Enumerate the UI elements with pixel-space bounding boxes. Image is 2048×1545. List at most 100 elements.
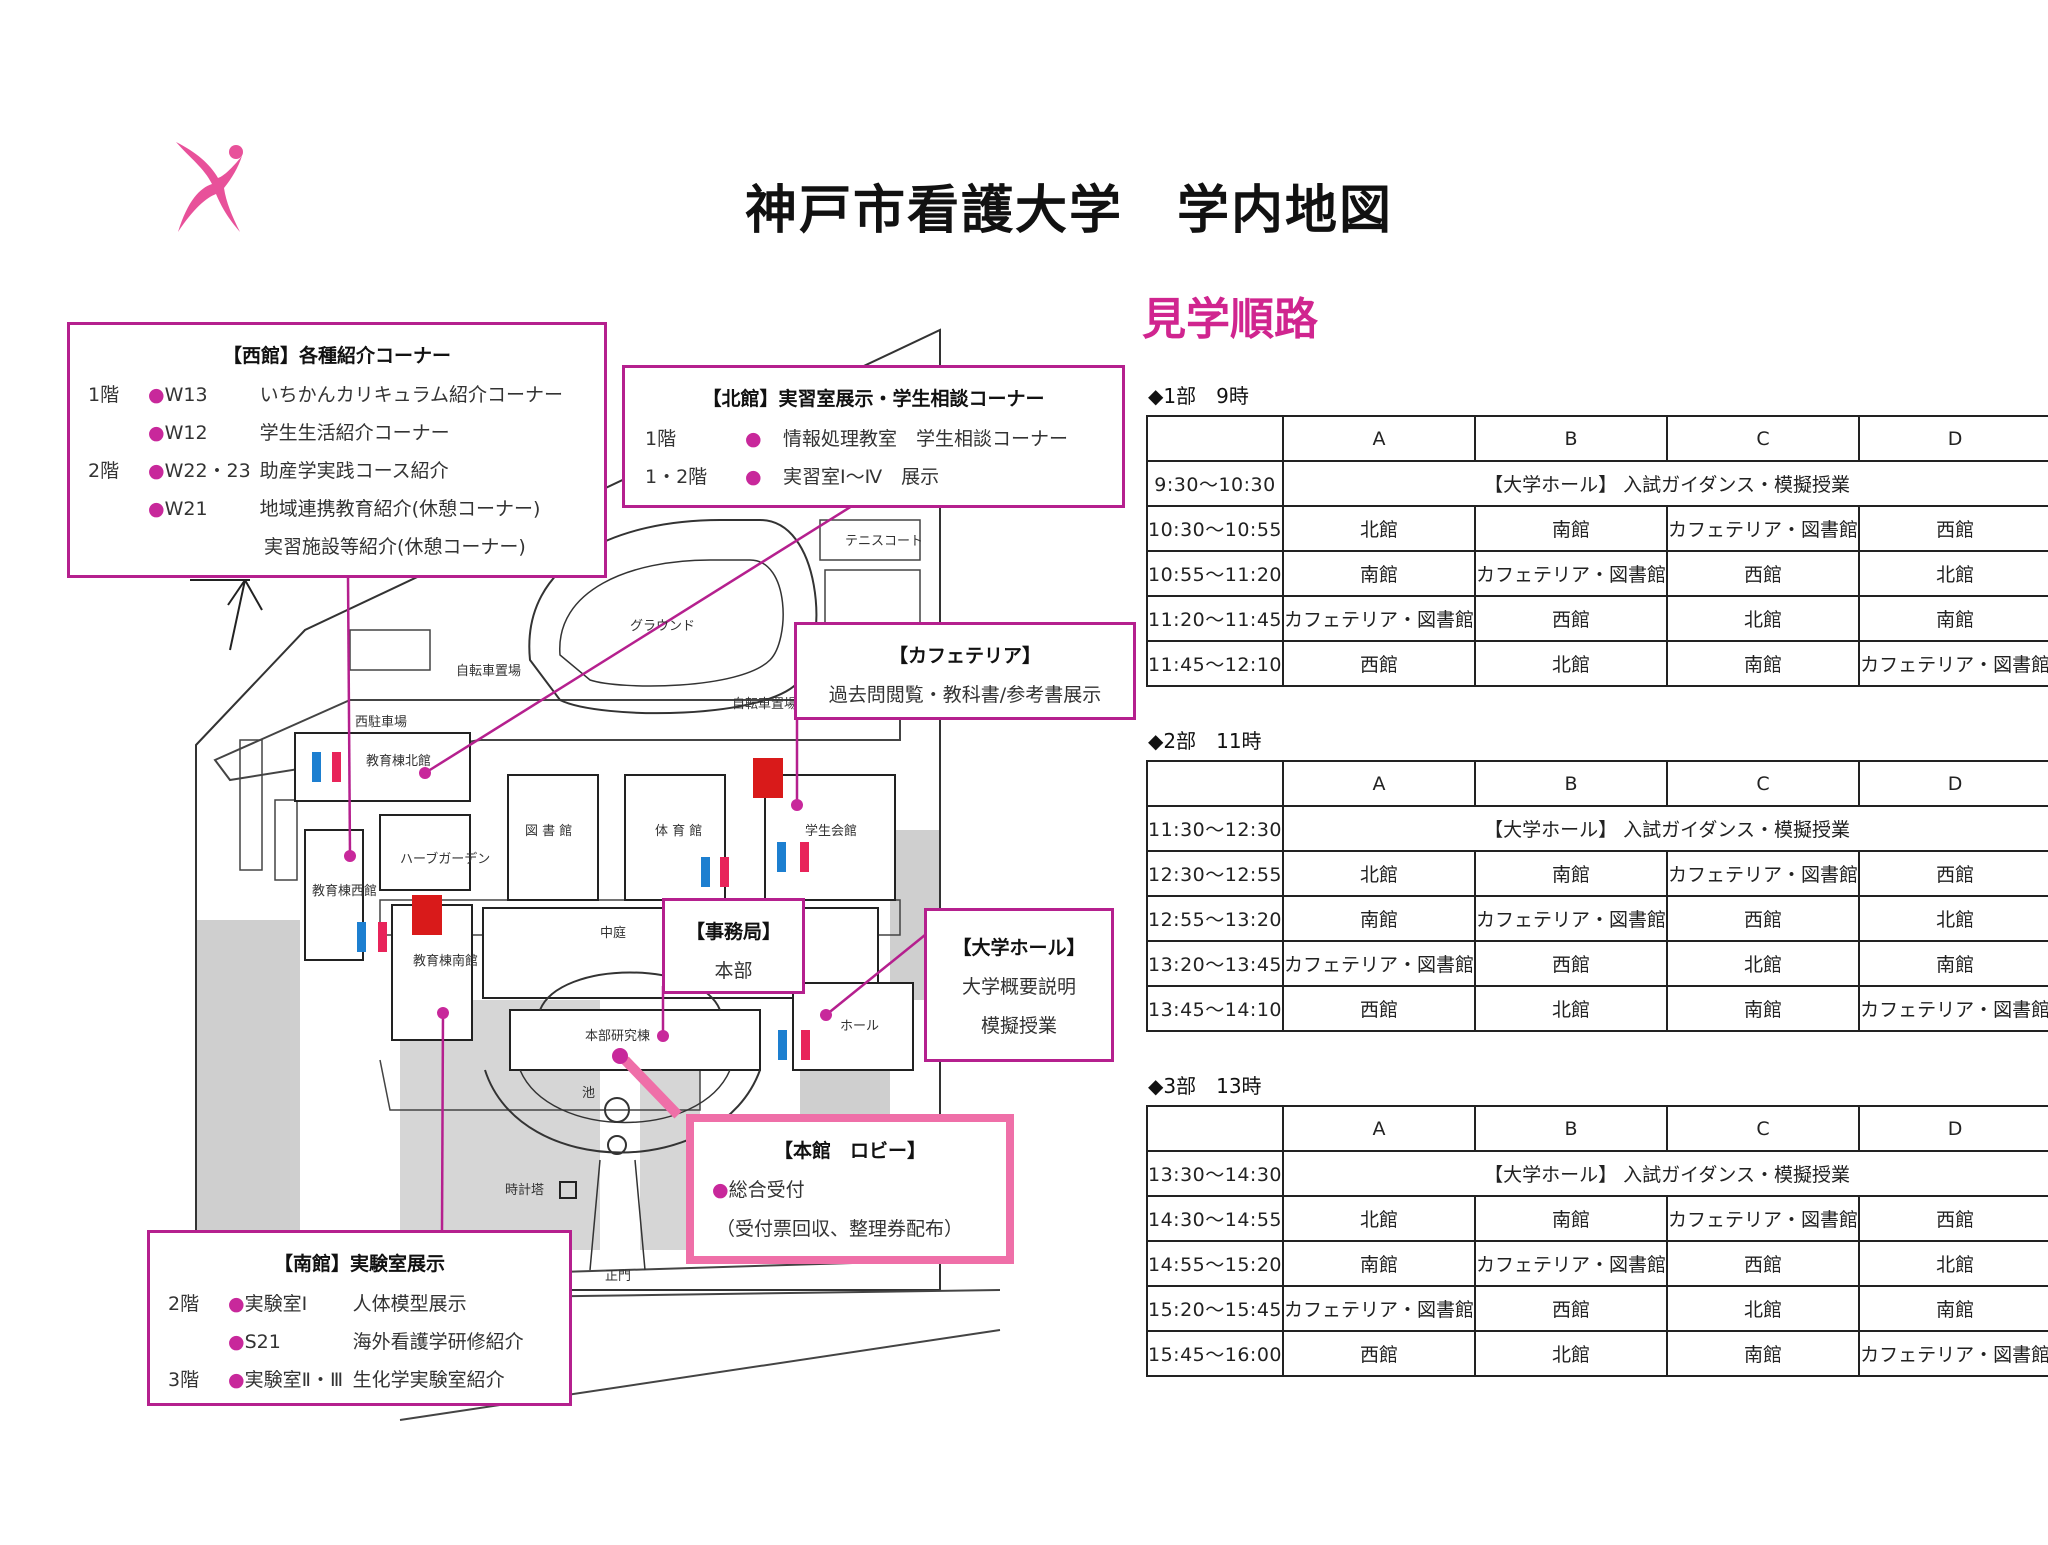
location-cell: 北館: [1474, 985, 1669, 1032]
edu-south-label: 教育棟南館: [413, 953, 478, 969]
guidance-cell: 【大学ホール】 入試ガイダンス・模擬授業: [1282, 805, 2048, 852]
location-cell: 南館: [1474, 1195, 1669, 1242]
west-parking-label: 西駐車場: [355, 715, 407, 730]
location-cell: 西館: [1858, 1195, 2048, 1242]
main-research-label: 本部研究棟: [585, 1029, 650, 1044]
time-cell: 11:20～11:45: [1145, 595, 1285, 642]
time-cell: 10:55～11:20: [1145, 550, 1285, 597]
hall-callout-title: 【大学ホール】: [952, 937, 1086, 959]
group-header-cell: A: [1282, 415, 1477, 462]
west-row-5: 実習施設等紹介(休憩コーナー): [264, 536, 526, 558]
location-cell: 西館: [1666, 895, 1861, 942]
location-cell: カフェテリア・図書館: [1858, 985, 2048, 1032]
group-header-cell: D: [1858, 760, 2048, 807]
group-header-cell: B: [1474, 415, 1669, 462]
group-header-cell: C: [1666, 760, 1861, 807]
location-cell: 北館: [1858, 895, 2048, 942]
time-cell: 14:55～15:20: [1145, 1240, 1285, 1287]
location-cell: カフェテリア・図書館: [1474, 550, 1669, 597]
ground-label: グラウンド: [630, 619, 695, 634]
location-cell: 南館: [1474, 505, 1669, 552]
location-cell: 南館: [1474, 850, 1669, 897]
location-cell: 西館: [1282, 1330, 1477, 1377]
location-cell: 北館: [1666, 595, 1861, 642]
bike-parking-label: 自転車置場: [456, 664, 521, 679]
location-cell: カフェテリア・図書館: [1474, 895, 1669, 942]
location-cell: 西館: [1282, 985, 1477, 1032]
location-cell: 南館: [1282, 895, 1477, 942]
location-cell: 南館: [1666, 1330, 1861, 1377]
pond-label: 池: [582, 1086, 595, 1101]
hall-callout-line-2: 模擬授業: [980, 1015, 1057, 1037]
header-blank-cell: [1145, 1105, 1285, 1152]
group-header-cell: B: [1474, 760, 1669, 807]
herb-garden-label: ハーブガーデン: [400, 851, 490, 867]
university-logo: [176, 142, 243, 232]
north-building-callout: 【北館】実習室展示・学生相談コーナー 1階●情報処理教室 学生相談コーナー 1・…: [622, 365, 1125, 508]
location-cell: カフェテリア・図書館: [1474, 1240, 1669, 1287]
time-cell: 13:20～13:45: [1145, 940, 1285, 987]
lobby-callout: 【本館 ロビー】 ●総合受付 （受付票回収、整理券配布）: [686, 1114, 1014, 1264]
group-header-cell: D: [1858, 415, 2048, 462]
location-cell: カフェテリア・図書館: [1666, 1195, 1861, 1242]
location-cell: カフェテリア・図書館: [1666, 505, 1861, 552]
location-cell: 西館: [1666, 550, 1861, 597]
north-row-1: 1階●情報処理教室 学生相談コーナー: [645, 428, 1069, 450]
main-gate-label: 正門: [605, 1269, 631, 1284]
location-cell: 北館: [1858, 1240, 2048, 1287]
location-cell: 西館: [1474, 595, 1669, 642]
location-cell: 南館: [1666, 640, 1861, 687]
edu-west-label: 教育棟西館: [312, 883, 377, 899]
session-label: ◆2部 11時: [1148, 729, 1262, 753]
tennis-label: テニスコート: [845, 534, 923, 549]
edu-north-label: 教育棟北館: [366, 753, 431, 769]
group-header-cell: C: [1666, 415, 1861, 462]
location-cell: 西館: [1474, 1285, 1669, 1332]
group-header-cell: D: [1858, 1105, 2048, 1152]
location-cell: 南館: [1858, 940, 2048, 987]
group-header-cell: A: [1282, 1105, 1477, 1152]
time-cell: 12:30～12:55: [1145, 850, 1285, 897]
lobby-callout-line-2: （受付票回収、整理券配布）: [716, 1218, 964, 1240]
route-title: 見学順路: [1142, 294, 1318, 345]
group-header-cell: A: [1282, 760, 1477, 807]
location-cell: カフェテリア・図書館: [1282, 940, 1477, 987]
time-cell: 15:20～15:45: [1145, 1285, 1285, 1332]
south-callout-title: 【南館】実験室展示: [273, 1253, 445, 1275]
location-cell: 西館: [1666, 1240, 1861, 1287]
hall-label: ホール: [840, 1019, 879, 1034]
location-cell: 北館: [1474, 1330, 1669, 1377]
office-callout-line: 本部: [714, 960, 753, 982]
location-cell: 南館: [1858, 595, 2048, 642]
cafeteria-callout: 【カフェテリア】 過去問閲覧・教科書/参考書展示: [794, 622, 1136, 720]
north-row-2: 1・2階●実習室Ⅰ～Ⅳ 展示: [645, 466, 940, 488]
location-cell: 西館: [1858, 850, 2048, 897]
location-cell: 西館: [1282, 640, 1477, 687]
location-cell: 西館: [1858, 505, 2048, 552]
lobby-callout-title: 【本館 ロビー】: [773, 1140, 926, 1162]
location-cell: 北館: [1282, 505, 1477, 552]
location-cell: 北館: [1282, 850, 1477, 897]
time-cell: 11:30～12:30: [1145, 805, 1285, 852]
group-header-cell: B: [1474, 1105, 1669, 1152]
location-cell: 南館: [1666, 985, 1861, 1032]
